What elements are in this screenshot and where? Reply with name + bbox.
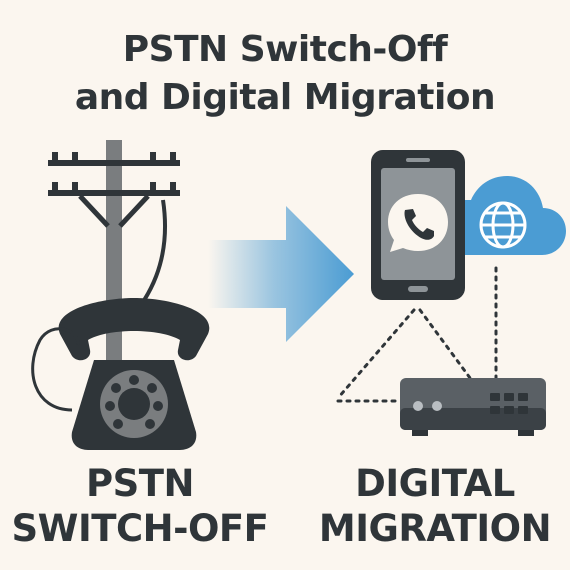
dotted-connections [336,266,498,403]
rotary-phone-icon [31,298,210,450]
right-label-line-2: MIGRATION [318,507,552,550]
globe-icon [479,201,527,249]
page-title-line-1: PSTN Switch-Off [122,29,448,70]
left-label-line-2: SWITCH-OFF [11,507,269,550]
voice-chat-icon [388,194,448,252]
cloud-icon [465,176,566,255]
left-label-line-1: PSTN [86,462,194,505]
right-label-line-1: DIGITAL [355,462,515,505]
page-title-line-2: and Digital Migration [74,77,496,118]
right-arrow-icon [208,206,354,342]
router-icon [400,378,546,436]
